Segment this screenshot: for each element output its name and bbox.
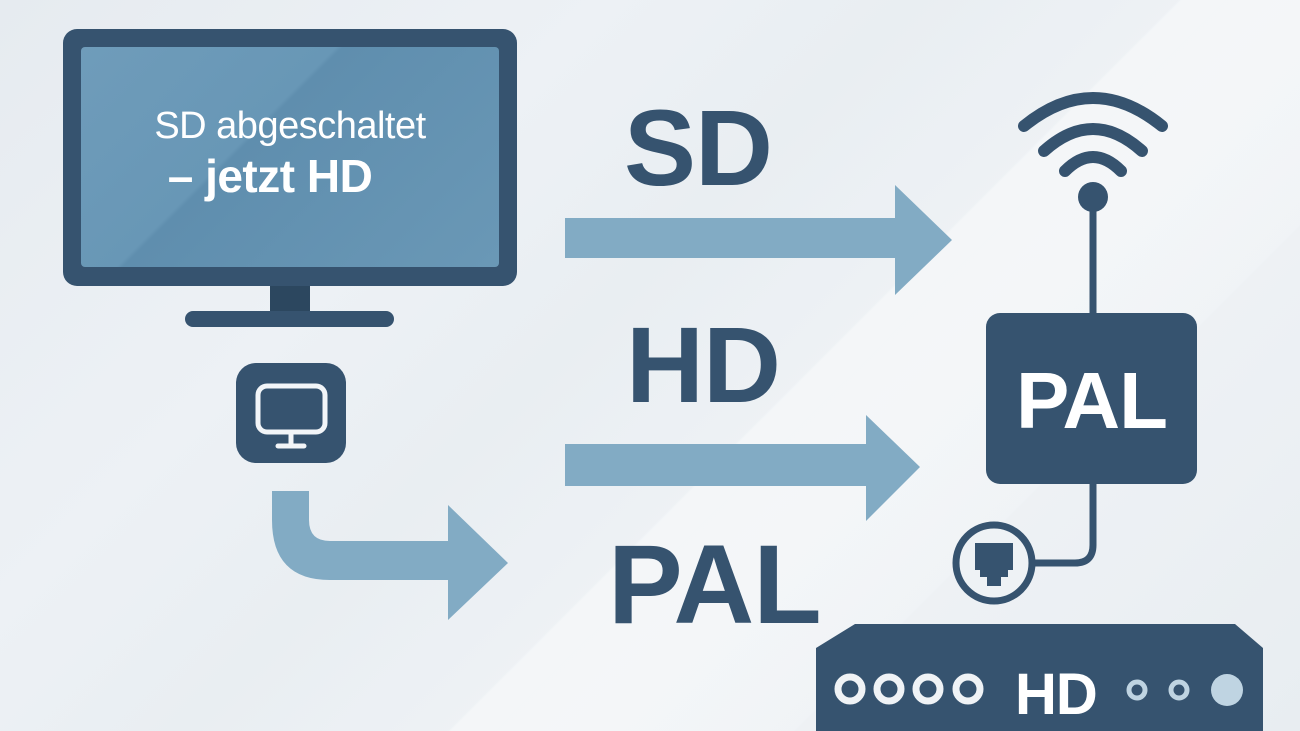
curved-arrow-icon <box>272 491 508 620</box>
set-top-box-hd-label: HD <box>1015 662 1098 727</box>
antenna-tip-icon <box>1078 182 1108 212</box>
button-ring-icon <box>834 673 866 705</box>
tv-stand-base <box>185 311 394 327</box>
indicator-ring-icon <box>1126 679 1148 701</box>
pal-box-label: PAL <box>1015 355 1168 445</box>
wifi-signal-icon <box>1018 92 1168 177</box>
power-light-icon <box>1211 674 1243 706</box>
button-ring-icon <box>912 673 944 705</box>
sd-label: SD <box>624 87 773 208</box>
tv-stand-neck <box>270 286 310 312</box>
connector-cable <box>1035 482 1097 567</box>
hd-arrow-icon <box>565 415 920 521</box>
button-ring-icon <box>952 673 984 705</box>
set-top-box-buttons <box>834 673 984 705</box>
pal-label: PAL <box>608 522 822 647</box>
hd-label: HD <box>626 304 781 425</box>
ethernet-port-icon <box>952 521 1036 605</box>
button-ring-icon <box>873 673 905 705</box>
indicator-ring-icon <box>1168 679 1190 701</box>
television: SD abgeschaltet – jetzt HD <box>63 29 517 286</box>
pal-decoder-box: PAL <box>986 313 1197 484</box>
tv-screen: SD abgeschaltet – jetzt HD <box>81 47 499 267</box>
set-top-box-indicators <box>1126 679 1190 701</box>
tv-screen-headline: SD abgeschaltet <box>154 105 426 147</box>
sd-arrow-icon <box>565 185 952 295</box>
tv-screen-subline: – jetzt HD <box>167 150 373 202</box>
monitor-icon <box>236 363 346 463</box>
